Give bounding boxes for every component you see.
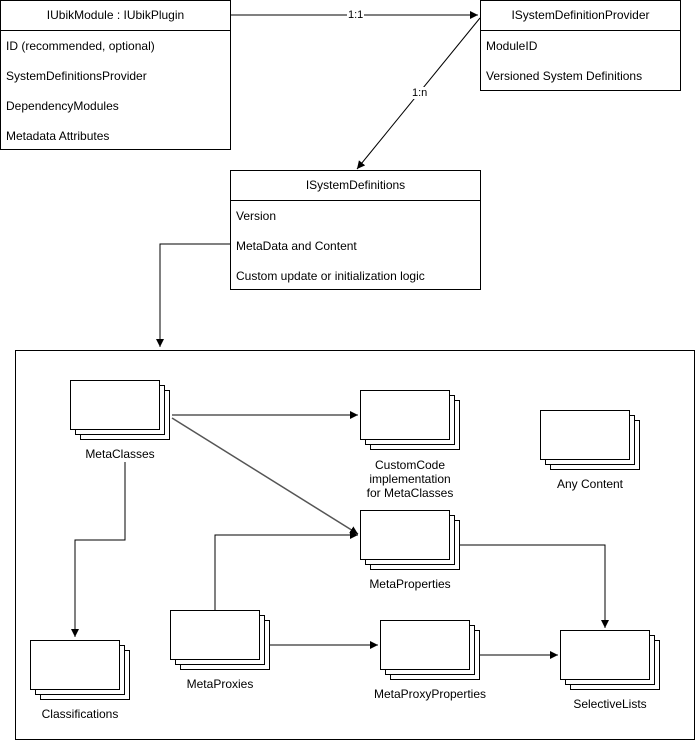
edge-metaclasses-to-metaproperties <box>171 417 359 535</box>
edge-metaproperties-to-selectivelists <box>460 544 609 628</box>
edge-metaproxies-to-metaproperties <box>214 531 358 610</box>
label-classifications: Classifications <box>41 707 119 721</box>
label-metaproxies: MetaProxies <box>186 677 254 691</box>
class-attribute: MetaData and Content <box>236 239 357 253</box>
class-attribute: SystemDefinitionsProvider <box>6 69 147 83</box>
class-attribute: DependencyModules <box>6 99 119 113</box>
class-ubik-module[interactable]: IUbikModule : IUbikPlugin ID (recommende… <box>0 0 231 150</box>
class-attribute: Custom update or initialization logic <box>236 269 425 283</box>
label-selectivelists: SelectiveLists <box>573 697 647 711</box>
class-system-definitions[interactable]: ISystemDefinitions Version MetaData and … <box>230 170 481 290</box>
edge-label-1-n: 1:n <box>411 87 429 99</box>
edge-definitions-to-frame <box>156 243 230 347</box>
label-metaproperties: MetaProperties <box>369 577 451 591</box>
label-anycontent: Any Content <box>556 477 624 491</box>
edge-metaclasses-to-classifications <box>71 462 126 637</box>
class-title: ISystemDefinitionProvider <box>481 1 680 31</box>
label-customcode: CustomCode implementation for MetaClasse… <box>366 458 454 500</box>
edge-label-1-1: 1:1 <box>347 9 365 21</box>
metadata-content-frame <box>15 350 695 740</box>
class-title: ISystemDefinitions <box>231 171 480 201</box>
label-metaclasses: MetaClasses <box>85 447 155 461</box>
class-attribute: Version <box>236 209 277 223</box>
class-attribute: ModuleID <box>486 39 538 53</box>
class-attribute: ID (recommended, optional) <box>6 39 155 53</box>
class-attribute: Versioned System Definitions <box>486 69 643 83</box>
class-title: IUbikModule : IUbikPlugin <box>1 1 230 31</box>
class-attribute: Metadata Attributes <box>6 129 110 143</box>
class-system-definition-provider[interactable]: ISystemDefinitionProvider ModuleID Versi… <box>480 0 681 91</box>
label-metaproxyproperties: MetaProxyProperties <box>373 687 487 701</box>
